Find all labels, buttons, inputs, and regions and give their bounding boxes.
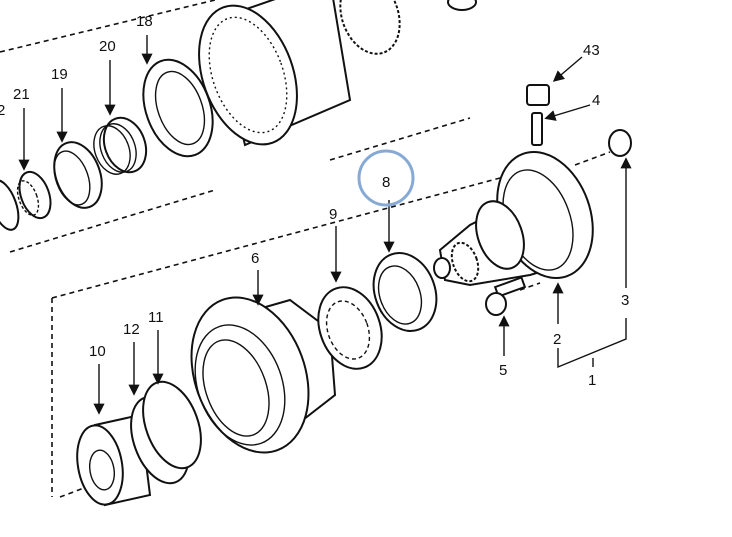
label-3[interactable]: 3 (621, 292, 629, 309)
part-4-grease-fitting[interactable] (531, 112, 543, 146)
part-19-ring[interactable] (46, 136, 111, 215)
label-11[interactable]: 11 (148, 309, 164, 326)
part-9-bearing[interactable] (307, 278, 392, 377)
label-4[interactable]: 4 (592, 92, 600, 109)
highlight-circle (357, 149, 415, 207)
part-6-housing[interactable] (171, 281, 337, 469)
part-20-spring[interactable] (87, 112, 153, 179)
part-3-plug[interactable] (608, 129, 632, 157)
callout-labels: 18 20 19 21 2 43 4 8 9 6 3 2 5 1 12 11 1… (0, 13, 629, 389)
center-lines (0, 0, 611, 498)
leader-lines (18, 35, 632, 415)
label-20[interactable]: 20 (99, 38, 116, 55)
label-21[interactable]: 21 (13, 86, 30, 103)
label-2[interactable]: 2 (553, 331, 561, 348)
label-19[interactable]: 19 (51, 66, 68, 83)
label-9[interactable]: 9 (329, 206, 337, 223)
label-12[interactable]: 12 (123, 321, 140, 338)
part-8-bearing-cup[interactable] (363, 244, 447, 340)
label-5[interactable]: 5 (499, 362, 507, 379)
label-10[interactable]: 10 (89, 343, 106, 360)
label-22-partial[interactable]: 2 (0, 102, 5, 119)
label-8[interactable]: 8 (382, 174, 390, 191)
part-22-ring[interactable] (0, 176, 24, 233)
label-6[interactable]: 6 (251, 250, 259, 267)
label-18[interactable]: 18 (136, 13, 153, 30)
label-43[interactable]: 43 (583, 42, 600, 59)
ring-gear[interactable] (181, 0, 352, 158)
label-1[interactable]: 1 (588, 372, 596, 389)
part-21-spline-hub[interactable] (13, 168, 56, 223)
part-2-hub[interactable] (433, 139, 610, 292)
top-gear[interactable] (330, 0, 477, 62)
part-5-bolt[interactable] (485, 276, 527, 316)
part-43-cap[interactable] (526, 84, 550, 106)
